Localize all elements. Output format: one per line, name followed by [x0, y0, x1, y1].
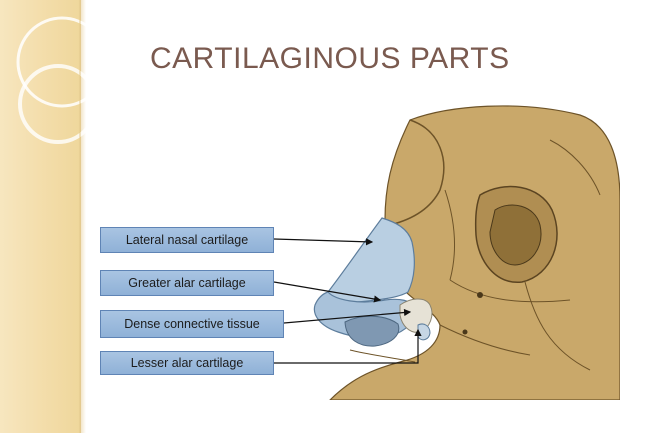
slide-title: CARTILAGINOUS PARTS — [150, 42, 620, 76]
label-lateral-nasal-cartilage: Lateral nasal cartilage — [100, 227, 274, 253]
label-dense-connective-tissue: Dense connective tissue — [100, 310, 284, 338]
label-lesser-alar-cartilage: Lesser alar cartilage — [100, 351, 274, 375]
label-greater-alar-cartilage: Greater alar cartilage — [100, 270, 274, 296]
skull-nasal-cartilage-illustration — [290, 100, 620, 400]
